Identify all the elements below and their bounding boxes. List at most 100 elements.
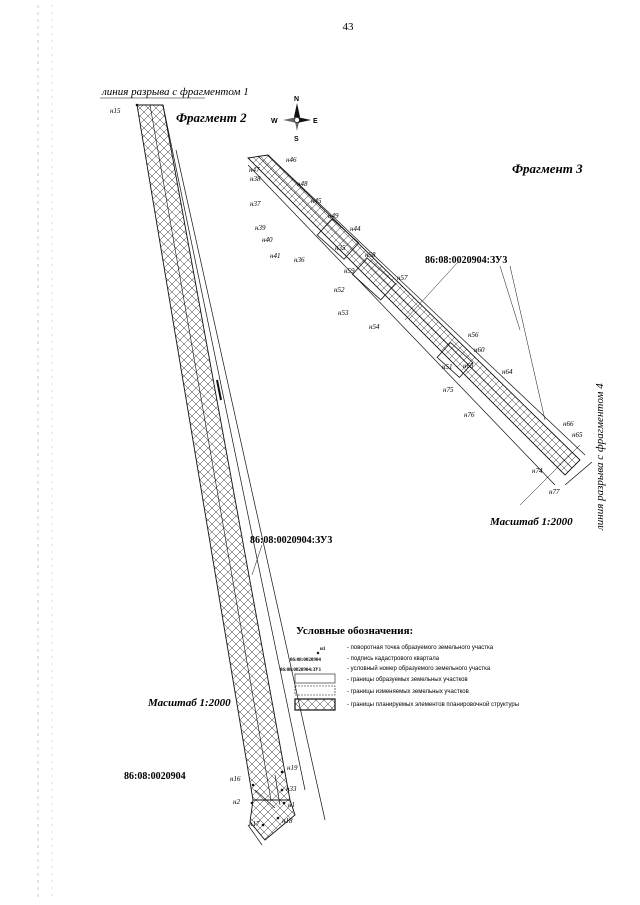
point-n18-label: н18 [282, 817, 293, 825]
corridor-end-line-2 [274, 774, 281, 806]
point-n53-label: н53 [338, 309, 349, 317]
legend-item-6-symbol [294, 698, 336, 711]
point-n49-label: н49 [328, 212, 339, 220]
compass-west-label: W [271, 118, 278, 125]
crossing-rect-1 [316, 218, 360, 260]
point-n60-label: н60 [474, 346, 485, 354]
point-n19-marker [280, 770, 284, 774]
point-n64-label: н64 [502, 368, 513, 376]
quarter-label: 86:08:0020904 [124, 771, 186, 782]
compass-east-label: E [313, 118, 318, 125]
corridor-axis-line [149, 104, 272, 801]
legend-item-3-symbol: 86:08:0020904:ЗУ1 [280, 668, 322, 673]
scale-label-fragment3: Масштаб 1:2000 [489, 516, 573, 528]
leader-zu3-a [404, 261, 459, 321]
point-n48-label: н48 [297, 180, 308, 188]
point-n16-label: н16 [230, 775, 241, 783]
compass-north-arrow [294, 103, 300, 117]
fragment-3: Фрагмент 3 86:08:0020904:ЗУ3 Масштаб 1:2… [247, 154, 606, 531]
legend-item-5-text: - границы изменяемых земельных участков [347, 689, 469, 695]
point-n47-label: н47 [249, 166, 260, 174]
compass-east-arrow [297, 117, 311, 123]
point-n17-label: н17 [249, 820, 260, 828]
legend-title: Условные обозначения: [296, 625, 413, 637]
point-n57-label: н57 [397, 274, 408, 282]
fragment3-lower-line [247, 164, 556, 486]
scale-label-fragment2: Масштаб 1:2000 [147, 697, 231, 709]
compass-north-label: N [294, 96, 299, 103]
compass-rose: N S W E [271, 96, 318, 143]
point-n33-marker [280, 788, 284, 792]
point-n19-label: н19 [287, 764, 298, 772]
legend-item-4-text: - границы образуемых земельных участков [347, 677, 468, 683]
leader-zu3-b [499, 265, 521, 331]
point-n59-label: н59 [344, 267, 355, 275]
point-n17-marker [261, 823, 265, 827]
point-n66-label: н66 [563, 420, 574, 428]
point-n33-label: н33 [286, 785, 297, 793]
corridor-end-line [254, 789, 276, 809]
strip-marker-tick [216, 379, 222, 401]
point-n58-label: н58 [365, 251, 376, 259]
plot-label-zu3-fragment2: 86:08:0020904:ЗУ3 [250, 535, 332, 546]
point-n18-marker [276, 816, 280, 820]
corridor-strip-main [136, 104, 291, 801]
legend: Условные обозначения: н1 - поворотная то… [280, 625, 519, 711]
legend-item-4-symbol [294, 673, 336, 684]
corridor-bottom-edge [247, 824, 263, 846]
crossing-rect-2 [351, 257, 397, 301]
point-n51-label: н51 [442, 363, 452, 371]
corridor-end-bottom [249, 799, 296, 841]
legend-point-symbol [316, 651, 320, 655]
point-n38-label: н38 [250, 175, 261, 183]
compass-south-label: S [294, 136, 299, 143]
legend-item-3-text: - условный номер образуемого земельного … [347, 665, 491, 672]
fragment3-break-line [564, 461, 593, 486]
point-n76-label: н76 [464, 411, 475, 419]
point-n15-label: н15 [110, 107, 121, 115]
point-n54-label: н54 [369, 323, 380, 331]
fragment3-end-cut [519, 444, 581, 506]
plot-label-leader [251, 544, 263, 576]
fragment3-upper-line [267, 154, 586, 456]
legend-item-6-text: - границы планируемых элементов планиров… [347, 701, 519, 708]
point-n41-label: н41 [270, 252, 280, 260]
point-n15-marker [135, 103, 139, 107]
point-n36-label: н36 [294, 256, 305, 264]
point-n35-label: н35 [335, 244, 346, 252]
point-n46-label: н46 [286, 156, 297, 164]
fragment-3-title: Фрагмент 3 [512, 161, 583, 176]
point-n63-label: н63 [463, 362, 474, 370]
point-n1-marker [282, 801, 286, 805]
legend-item-1-symbol: н1 [320, 647, 326, 652]
point-n2-marker [250, 801, 254, 805]
point-n2-label: н2 [233, 798, 240, 806]
compass-west-arrow [283, 117, 297, 123]
fragment3-axis-line [257, 155, 573, 469]
plot-label-zu3-fragment3: 86:08:0020904:ЗУ3 [425, 255, 507, 266]
point-n52-label: н52 [334, 286, 345, 294]
compass-center [294, 117, 300, 123]
legend-item-2-symbol: 86:08:0020904 [290, 658, 321, 663]
point-n39-label: н39 [255, 224, 266, 232]
point-n16-marker [251, 783, 255, 787]
corridor-outer-line [162, 104, 306, 791]
legend-item-2-text: - подпись кадастрового квартала [347, 656, 440, 662]
point-n45-label: н45 [311, 197, 322, 205]
point-n44-label: н44 [350, 225, 361, 233]
leader-zu3-c [509, 265, 546, 421]
point-n65-label: н65 [572, 431, 583, 439]
fragment-2: линия разрыва с фрагментом 1 Фрагмент 2 … [100, 86, 332, 846]
fragment-2-title: Фрагмент 2 [176, 110, 247, 125]
point-n74-label: н74 [532, 467, 543, 475]
corridor-strip-fragment3 [247, 154, 581, 476]
break-line-label-1: линия разрыва с фрагментом 1 [101, 86, 249, 98]
point-n77-label: н77 [549, 488, 560, 496]
legend-item-1-text: - поворотная точка образуемого земельног… [347, 645, 494, 651]
legend-item-5-symbol [294, 685, 336, 696]
point-n56-label: н56 [468, 331, 479, 339]
point-n1-label: н1 [288, 801, 295, 809]
point-n37-label: н37 [250, 200, 261, 208]
crossing-rect-3 [436, 341, 474, 379]
point-n40-label: н40 [262, 236, 273, 244]
